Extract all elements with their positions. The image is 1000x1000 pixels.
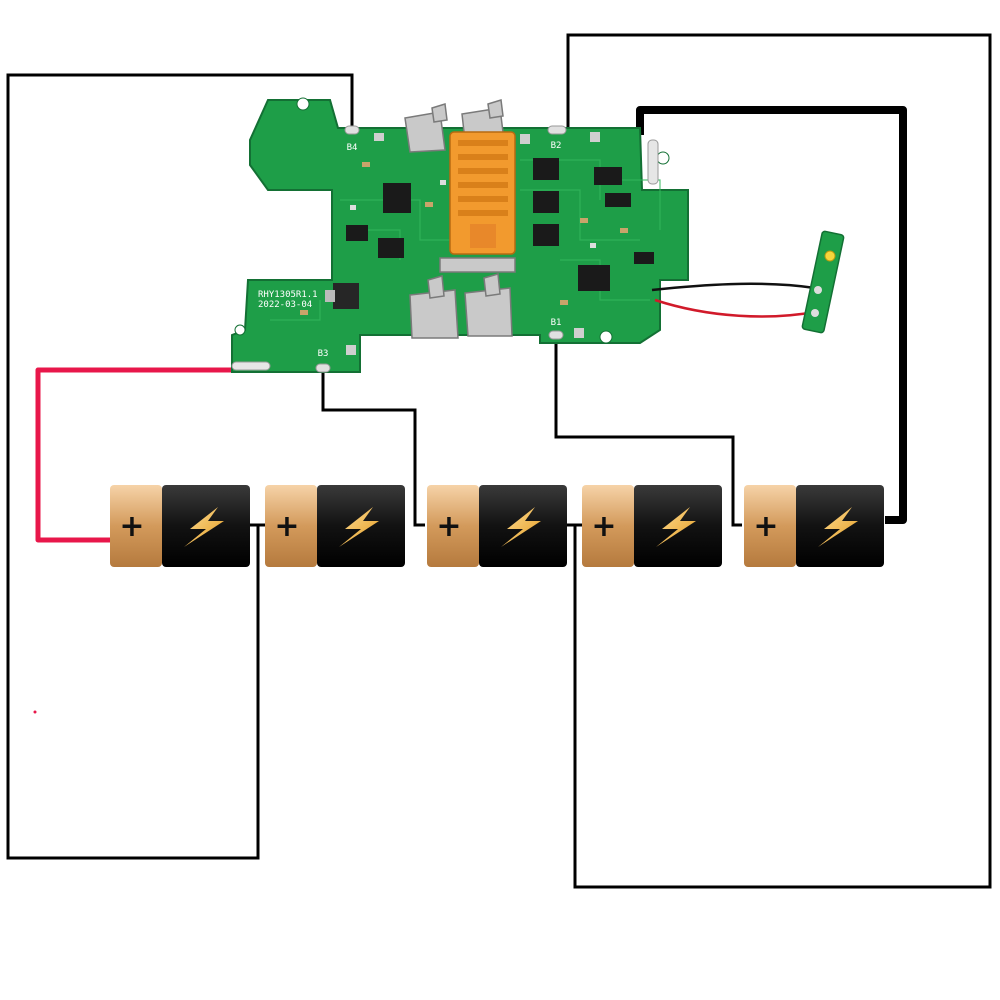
- battery-cell: +: [427, 485, 567, 567]
- pad-b3-label: B3: [318, 349, 329, 359]
- lightning-bolt-icon: [818, 507, 858, 547]
- battery-plus-sign: +: [274, 509, 299, 544]
- pad-b1-label: B1: [551, 318, 562, 328]
- pad-b1: B1: [548, 318, 564, 340]
- battery-cap: [427, 485, 479, 567]
- pad-b2-label: B2: [551, 141, 562, 151]
- battery-cap: [265, 485, 317, 567]
- battery-cell: +: [110, 485, 250, 567]
- pcb-terminals: [404, 99, 516, 339]
- battery-cap: [110, 485, 162, 567]
- lightning-bolt-icon: [339, 507, 379, 547]
- battery-plus-sign: +: [119, 509, 144, 544]
- pad-b3: B3: [315, 349, 331, 373]
- lightning-bolt-icon: [656, 507, 696, 547]
- wire-b1: [554, 335, 742, 527]
- pcb-model-label: RHY1305R1.1: [258, 290, 318, 300]
- pcb-components: [300, 132, 654, 355]
- pcb-connector: [449, 131, 516, 255]
- pad-b2: B2: [547, 125, 567, 151]
- led-board: [651, 230, 845, 334]
- battery-cell: +: [744, 485, 884, 567]
- lightning-bolt-icon: [501, 507, 541, 547]
- wire-b4-left-loop: [6, 73, 354, 860]
- led-pcb: [801, 230, 845, 334]
- pcb-board: B4 B2 B3 B1 RHY1305R1.1 2022-03-04: [231, 97, 689, 373]
- battery-cap: [582, 485, 634, 567]
- battery-cap: [744, 485, 796, 567]
- led-light: [824, 250, 836, 262]
- pad-b4-label: B4: [347, 143, 358, 153]
- wires: [6, 33, 992, 889]
- battery-plus-sign: +: [753, 509, 778, 544]
- wire-b2-top-loop: [566, 33, 992, 889]
- wire-positive-red: [35, 367, 270, 543]
- pad-b4: B4: [344, 125, 360, 153]
- battery-plus-sign: +: [591, 509, 616, 544]
- battery-cell: +: [582, 485, 722, 567]
- pcb-date-label: 2022-03-04: [258, 300, 312, 310]
- lightning-bolt-icon: [184, 507, 224, 547]
- wire-b3: [321, 370, 425, 527]
- battery-row: + + + + +: [110, 485, 884, 567]
- wire-positive-dot: [33, 710, 37, 714]
- battery-cell: +: [265, 485, 405, 567]
- wire-main-negative: [636, 106, 907, 524]
- battery-plus-sign: +: [436, 509, 461, 544]
